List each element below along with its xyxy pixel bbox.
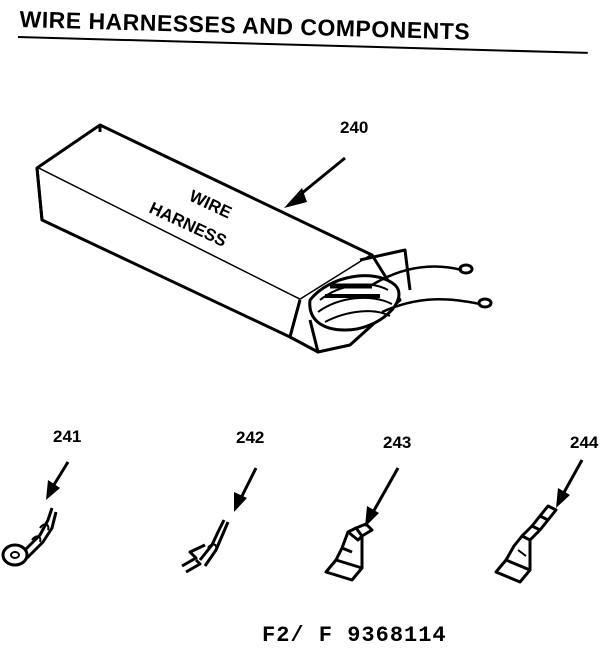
callout-242: 242 (236, 428, 264, 447)
hook-terminal-242 (181, 519, 230, 574)
ring-terminal-241 (1, 507, 58, 567)
callout-arrow-244 (556, 459, 584, 508)
callout-241: 241 (53, 427, 81, 446)
callout-244: 244 (570, 433, 599, 452)
callout-240: 240 (340, 118, 368, 137)
callout-arrow-243 (365, 467, 400, 527)
insulated-terminal-244 (494, 504, 558, 584)
part-number-footer: F2/ F 9368114 (262, 623, 447, 648)
callout-243: 243 (383, 433, 411, 452)
callout-arrow-240 (284, 156, 346, 208)
callout-arrow-241 (46, 461, 70, 500)
flat-terminal-243 (324, 522, 374, 582)
callout-arrow-242 (234, 467, 258, 512)
wire-harness-box (35, 123, 493, 354)
